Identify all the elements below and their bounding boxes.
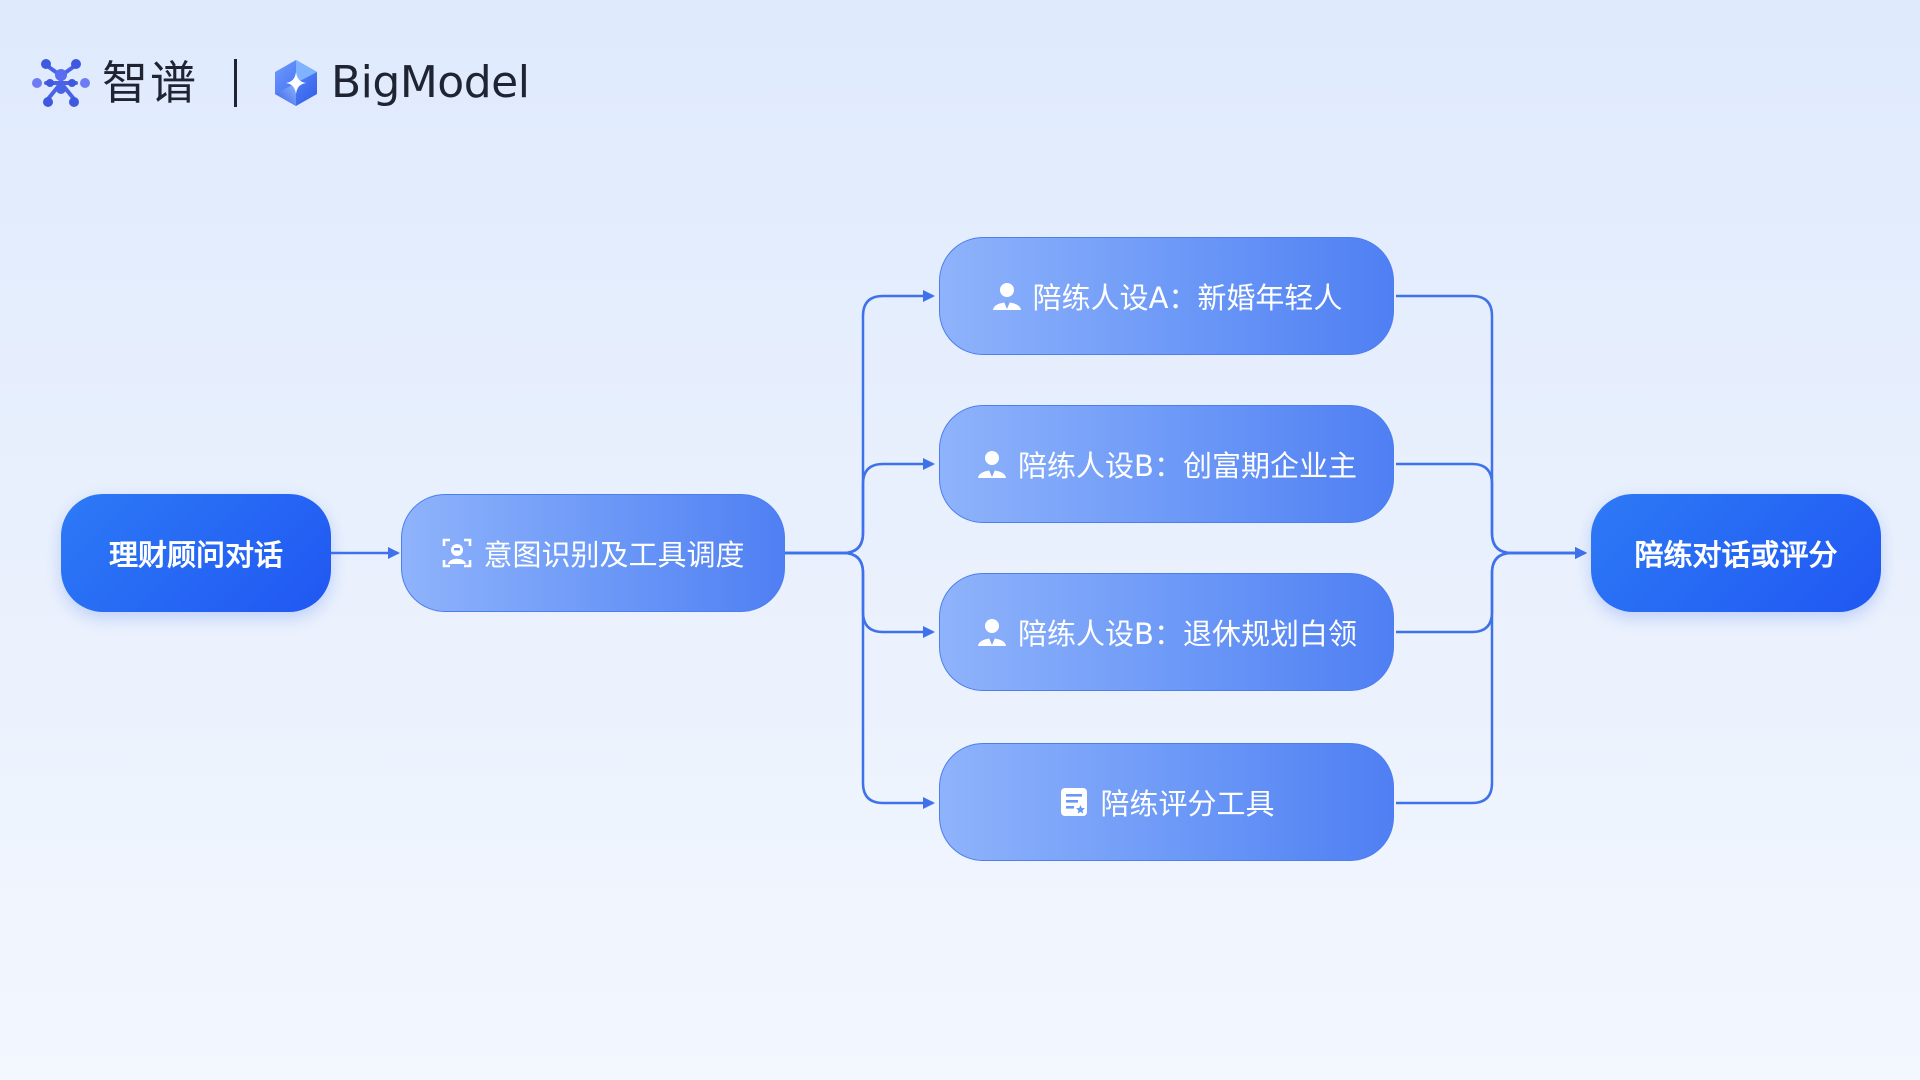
person-icon: [976, 616, 1008, 648]
person-icon: [976, 448, 1008, 480]
edge-scoring-end: [1396, 547, 1587, 805]
brand-zhipu-text: 智谱: [102, 56, 198, 110]
node-start: 理财顾问对话: [61, 494, 331, 612]
node-persona-a-label: 陪练人设A：新婚年轻人: [1032, 281, 1343, 315]
edge-intent-persona-a: [785, 290, 935, 555]
edge-persona-a-end: [1396, 294, 1587, 559]
node-persona-c-label: 陪练人设B：退休规划白领: [1018, 617, 1357, 651]
node-persona-c: 陪练人设B：退休规划白领: [939, 573, 1394, 691]
node-intent-label: 意图识别及工具调度: [483, 538, 745, 572]
bigmodel-logo-icon: [275, 60, 317, 106]
person-icon: [991, 280, 1023, 312]
node-persona-a: 陪练人设A：新婚年轻人: [939, 237, 1394, 355]
ai-scan-icon: [441, 537, 473, 569]
edge-intent-scoring: [785, 551, 935, 809]
node-persona-b: 陪练人设B：创富期企业主: [939, 405, 1394, 523]
node-scoring: 陪练评分工具: [939, 743, 1394, 861]
edge-persona-b-end: [1396, 462, 1587, 559]
node-end-label: 陪练对话或评分: [1634, 538, 1838, 572]
node-start-label: 理财顾问对话: [108, 538, 283, 572]
header: 智谱 BigModel: [32, 55, 530, 111]
document-icon: [1058, 786, 1090, 818]
header-divider: [234, 59, 237, 107]
node-scoring-label: 陪练评分工具: [1100, 787, 1275, 821]
zhipu-logo-icon: [32, 59, 90, 107]
brand-bigmodel-text: BigModel: [331, 57, 530, 108]
node-persona-b-label: 陪练人设B：创富期企业主: [1018, 449, 1357, 483]
edge-intent-persona-c: [785, 551, 935, 638]
edge-intent-persona-b: [785, 458, 935, 555]
edge-persona-c-end: [1396, 547, 1587, 634]
node-end: 陪练对话或评分: [1591, 494, 1881, 612]
node-intent: 意图识别及工具调度: [401, 494, 785, 612]
